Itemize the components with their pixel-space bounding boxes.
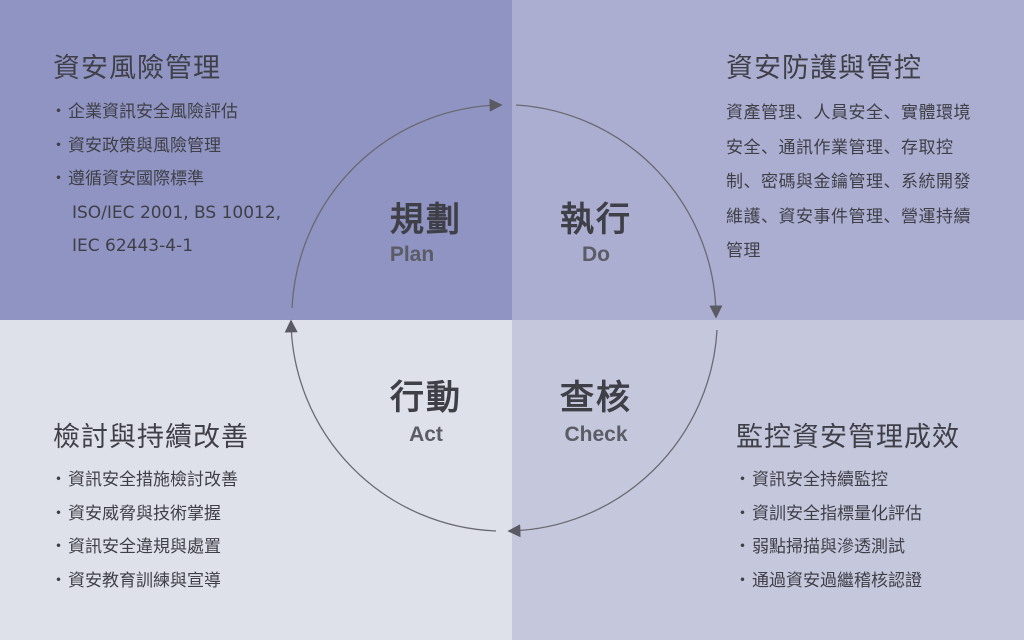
do-quadrant bbox=[512, 0, 1024, 320]
list-item: 資安威脅與技術掌握 bbox=[68, 498, 238, 532]
list-item: 資訊安全違規與處置 bbox=[68, 531, 238, 565]
standards-line: IEC 62443-4-1 bbox=[72, 236, 194, 256]
standards-line: ISO/IEC 2001, BS 10012, bbox=[72, 202, 282, 223]
check-label-zh: 查核 bbox=[560, 378, 632, 418]
arrow-plan-to-do bbox=[291, 98, 503, 309]
list-item: 通過資安過繼稽核認證 bbox=[752, 565, 922, 599]
plan-list: 企業資訊安全風險評估 資安政策與風險管理 遵循資安國際標準 ISO/IEC 20… bbox=[68, 96, 281, 264]
act-label-en: Act bbox=[409, 423, 443, 446]
check-label-en: Check bbox=[564, 423, 628, 446]
list-item: 資安政策與風險管理 bbox=[68, 130, 281, 164]
do-label-en: Do bbox=[582, 243, 610, 266]
plan-title: 資安風險管理 bbox=[53, 53, 221, 84]
list-item: 資訊安全措施檢討改善 bbox=[68, 464, 238, 498]
arrow-act-to-plan bbox=[284, 319, 497, 532]
plan-label-zh: 規劃 bbox=[390, 200, 462, 240]
list-item: 企業資訊安全風險評估 bbox=[68, 96, 281, 130]
list-item: 資安教育訓練與宣導 bbox=[68, 565, 238, 599]
check-list: 資訊安全持續監控 資訓安全指標量化評估 弱點掃描與滲透測試 通過資安過繼稽核認證 bbox=[752, 464, 922, 598]
list-item: 弱點掃描與滲透測試 bbox=[752, 531, 922, 565]
do-title: 資安防護與管控 bbox=[726, 53, 922, 84]
do-description: 資產管理、人員安全、實體環境安全、通訊作業管理、存取控制、密碼與金鑰管理、系統開… bbox=[726, 103, 971, 261]
list-item: 資訊安全持續監控 bbox=[752, 464, 922, 498]
arrow-check-to-act bbox=[507, 329, 718, 538]
plan-label-en: Plan bbox=[389, 243, 435, 266]
act-label-zh: 行動 bbox=[390, 378, 462, 418]
list-item: 資訓安全指標量化評估 bbox=[752, 498, 922, 532]
check-title: 監控資安管理成效 bbox=[736, 422, 960, 453]
arrow-do-to-check bbox=[515, 104, 723, 319]
do-label-zh: 執行 bbox=[560, 200, 632, 240]
act-list: 資訊安全措施檢討改善 資安威脅與技術掌握 資訊安全違規與處置 資安教育訓練與宣導 bbox=[68, 464, 238, 598]
act-title: 檢討與持續改善 bbox=[53, 422, 249, 453]
list-item: 遵循資安國際標準 bbox=[68, 163, 281, 197]
